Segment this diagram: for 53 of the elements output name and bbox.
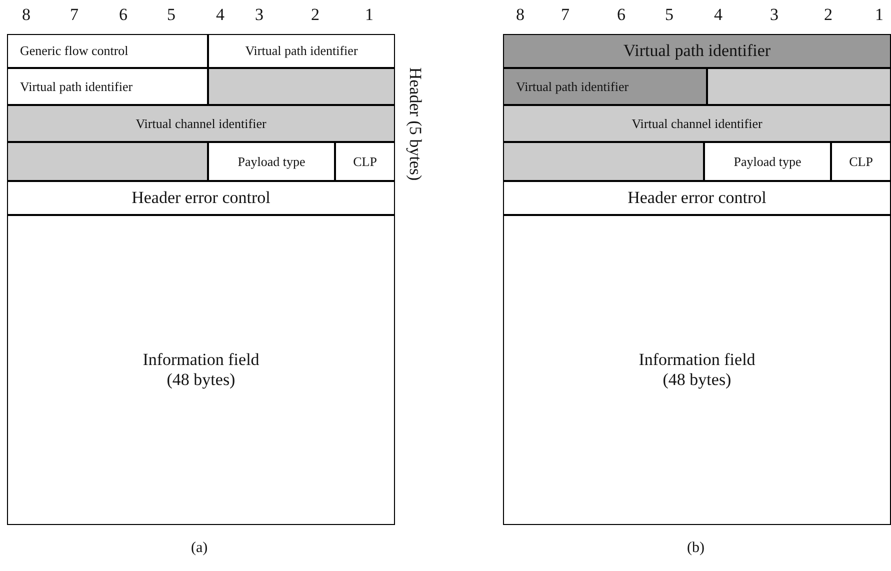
field-box bbox=[503, 181, 891, 215]
panel-label: (b) bbox=[687, 540, 704, 557]
reserved-field-box bbox=[7, 142, 208, 181]
field-label: Virtual path identifier bbox=[623, 40, 771, 62]
field-label: Virtual path identifier bbox=[516, 78, 629, 94]
header-size-label: Header (5 bytes) bbox=[405, 66, 425, 183]
bit-number: 6 bbox=[119, 5, 128, 25]
field-box bbox=[208, 142, 335, 181]
reserved-field-box bbox=[208, 68, 395, 105]
bit-number: 5 bbox=[167, 5, 176, 25]
field-box bbox=[7, 68, 208, 105]
field-box bbox=[208, 34, 395, 68]
field-box bbox=[503, 34, 891, 68]
bit-number: 3 bbox=[770, 5, 778, 25]
field-box bbox=[704, 142, 831, 181]
field-box bbox=[503, 215, 891, 525]
bit-number: 6 bbox=[617, 5, 626, 25]
field-label: Virtual path identifier bbox=[245, 43, 358, 59]
field-label: Generic flow control bbox=[20, 43, 128, 59]
field-label: Information field (48 bytes) bbox=[142, 350, 260, 390]
field-label: Virtual path identifier bbox=[20, 78, 133, 94]
bit-number: 2 bbox=[311, 5, 320, 25]
field-label: Header error control bbox=[628, 188, 766, 208]
field-box bbox=[7, 215, 395, 525]
field-box bbox=[503, 68, 707, 105]
bit-number: 1 bbox=[365, 5, 374, 25]
bit-number: 1 bbox=[875, 5, 884, 25]
panel-label: (a) bbox=[191, 540, 208, 557]
field-label: Virtual channel identifier bbox=[136, 116, 266, 132]
reserved-field-box bbox=[707, 68, 891, 105]
bit-number: 5 bbox=[665, 5, 674, 25]
field-label: Virtual channel identifier bbox=[632, 116, 762, 132]
bit-number: 7 bbox=[70, 5, 78, 25]
field-label: CLP bbox=[353, 154, 377, 170]
field-label: Header error control bbox=[132, 188, 270, 208]
field-label: Information field (48 bytes) bbox=[638, 350, 756, 390]
field-label: Payload type bbox=[238, 154, 306, 170]
field-box bbox=[503, 105, 891, 142]
field-label: CLP bbox=[849, 154, 873, 170]
field-box bbox=[335, 142, 395, 181]
bit-number: 2 bbox=[824, 5, 832, 25]
field-box bbox=[7, 34, 208, 68]
bit-number: 4 bbox=[714, 5, 722, 25]
bit-number: 8 bbox=[22, 5, 30, 25]
bit-number: 7 bbox=[561, 5, 570, 25]
bit-number: 4 bbox=[216, 5, 224, 25]
field-label: Payload type bbox=[734, 154, 802, 170]
bit-number: 8 bbox=[516, 5, 524, 25]
field-box bbox=[831, 142, 891, 181]
field-box bbox=[7, 181, 395, 215]
bit-number: 3 bbox=[255, 5, 264, 25]
reserved-field-box bbox=[503, 142, 704, 181]
field-box bbox=[7, 105, 395, 142]
